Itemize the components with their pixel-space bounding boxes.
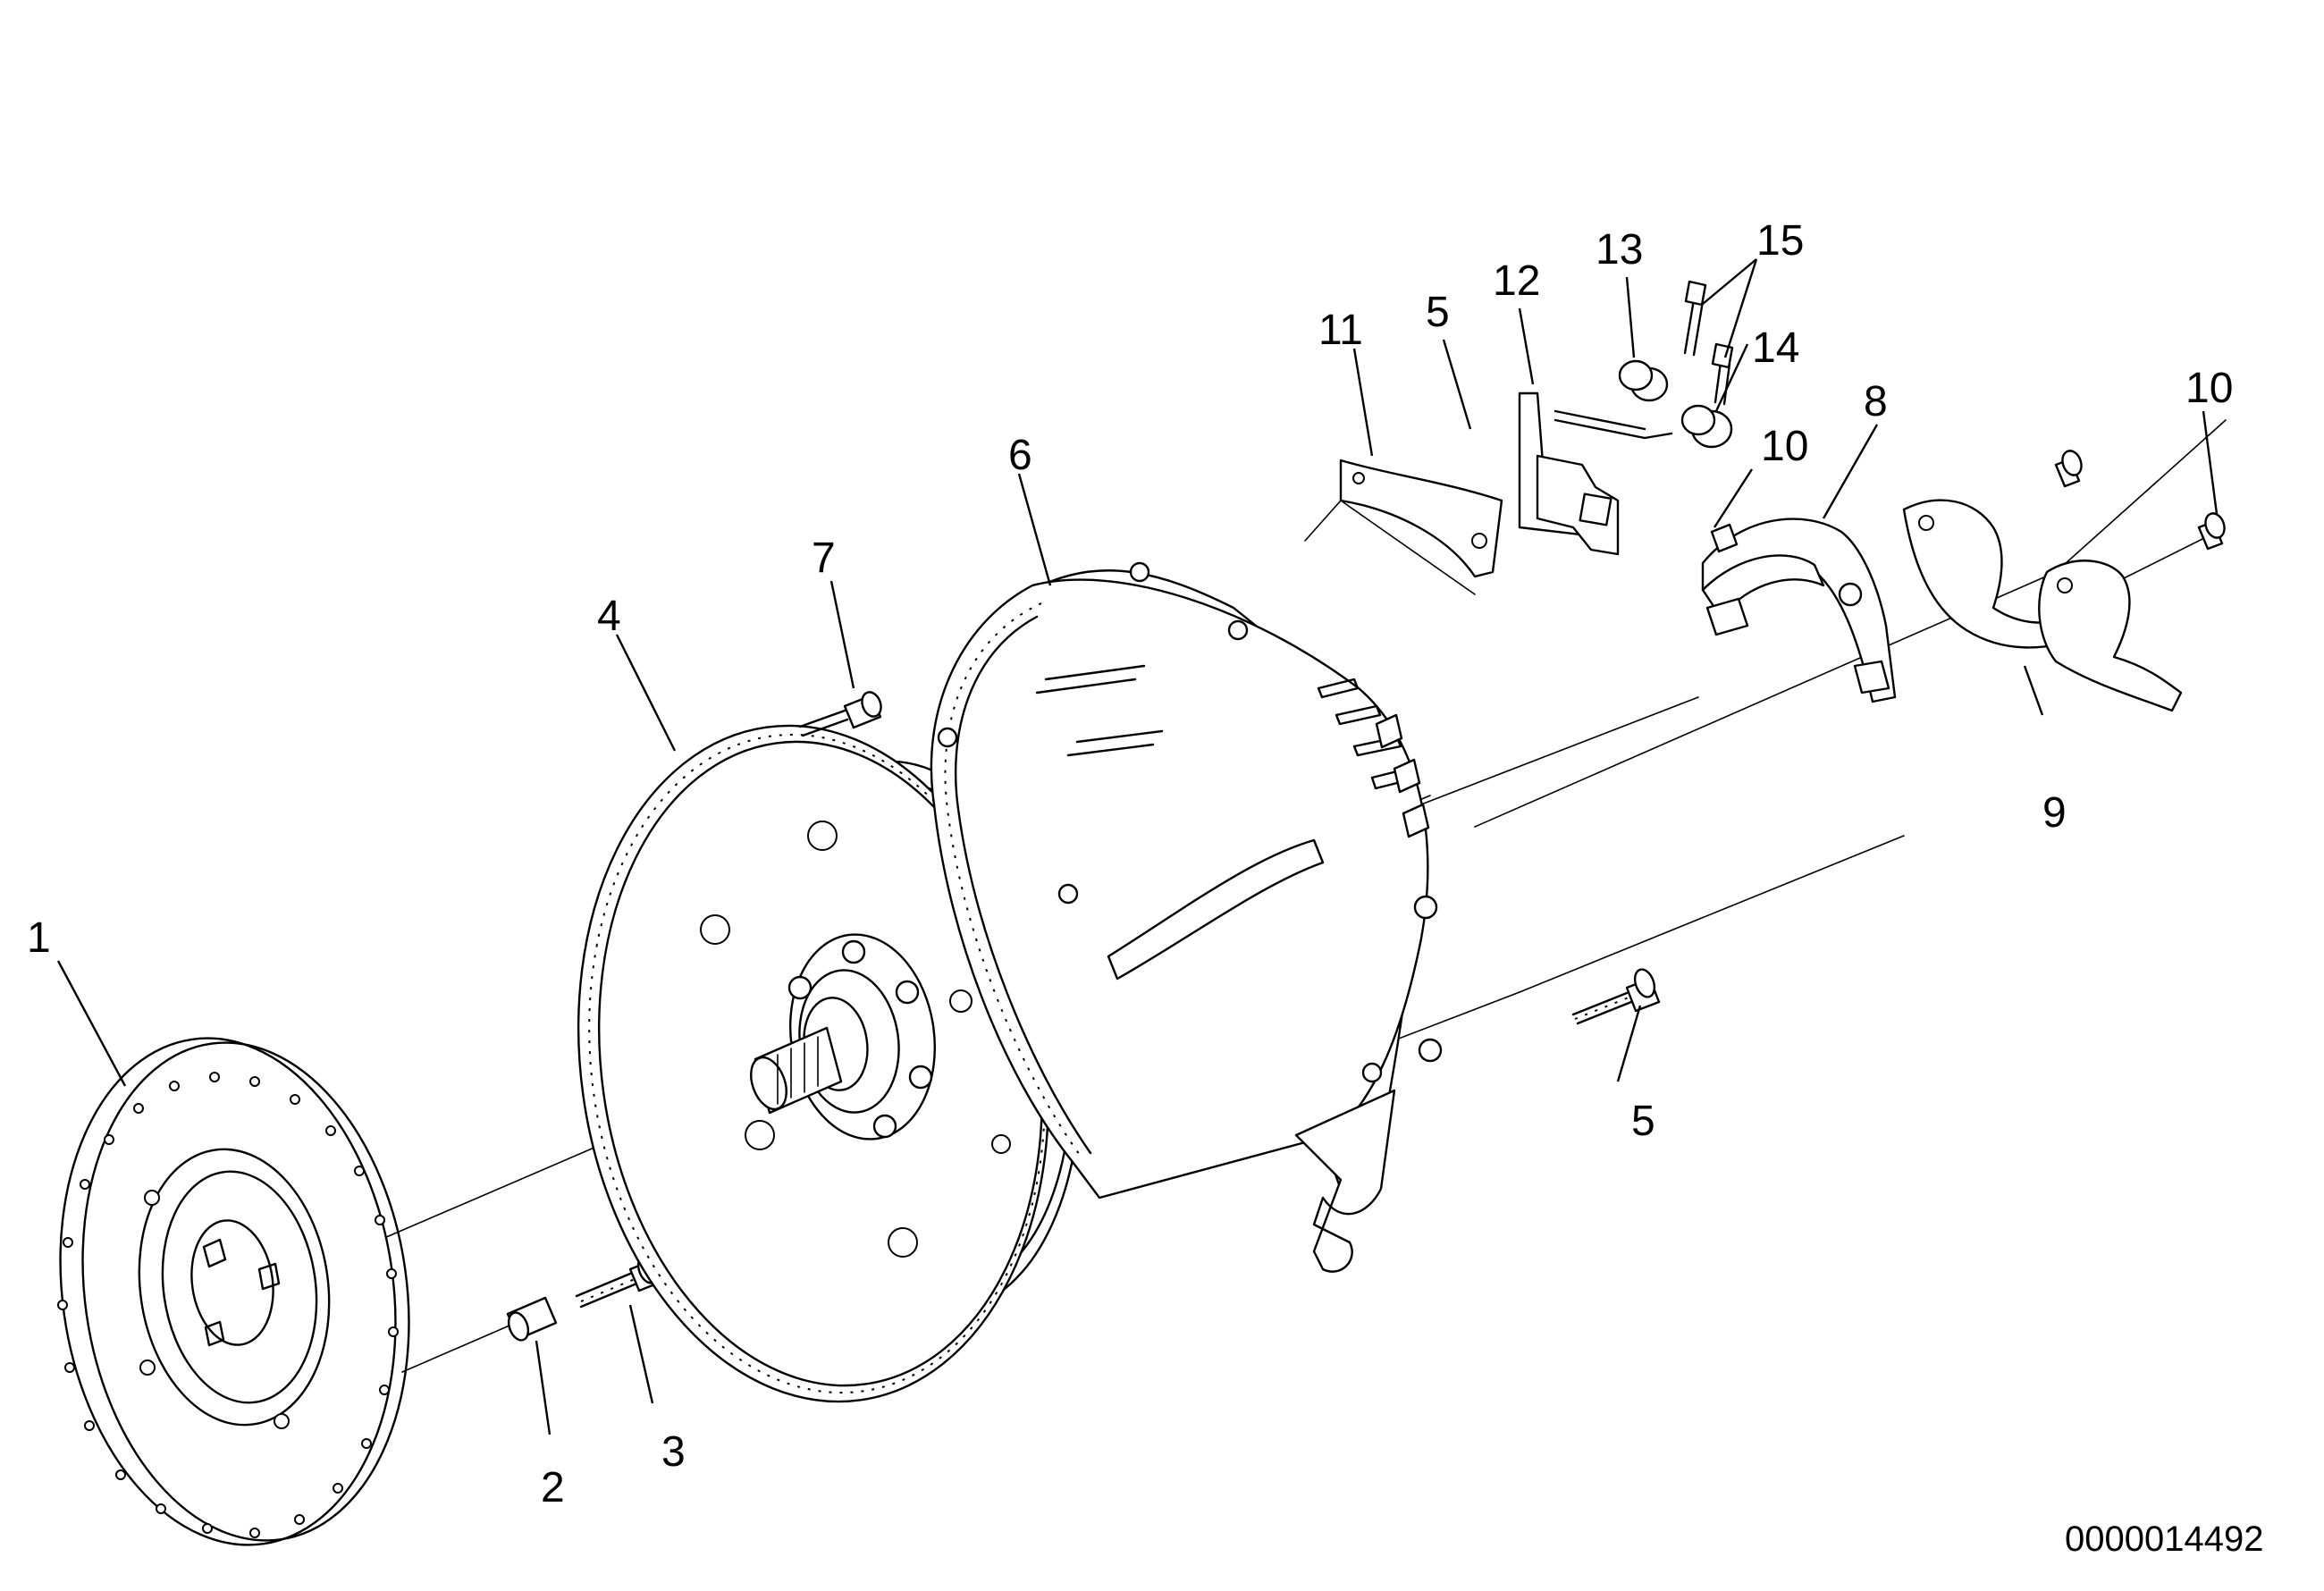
leader-lines bbox=[56, 258, 2219, 1435]
housing-bolt-part bbox=[798, 691, 882, 737]
callout-13: 13 bbox=[1596, 226, 1643, 274]
callout-6: 6 bbox=[1008, 432, 1032, 479]
callout-12: 12 bbox=[1493, 257, 1540, 305]
callout-5-lower: 5 bbox=[1631, 1098, 1655, 1145]
cover-bolts-part bbox=[1710, 450, 2226, 553]
callout-11: 11 bbox=[1318, 307, 1363, 354]
converter-housing-part bbox=[930, 561, 1443, 1273]
shield-plates-part bbox=[1902, 499, 2183, 712]
callout-14: 14 bbox=[1752, 324, 1799, 372]
callout-9: 9 bbox=[2042, 789, 2067, 837]
bracket-assembly-part bbox=[1339, 391, 1673, 578]
callout-4: 4 bbox=[597, 593, 621, 640]
cover-plate-part bbox=[1701, 518, 1897, 703]
flex-plate-part bbox=[57, 1037, 410, 1546]
callout-5-upper: 5 bbox=[1426, 289, 1450, 336]
callout-3: 3 bbox=[661, 1428, 686, 1476]
callout-10-middle: 10 bbox=[1761, 423, 1808, 470]
lower-bolt-part bbox=[1571, 968, 1661, 1025]
callout-labels: 1 2 3 4 5 6 7 8 9 10 10 11 5 12 13 14 15 bbox=[27, 217, 2233, 1511]
callout-15: 15 bbox=[1756, 217, 1804, 265]
callout-10-right: 10 bbox=[2185, 365, 2233, 412]
callout-1: 1 bbox=[27, 914, 51, 962]
document-number: 0000014492 bbox=[2065, 1519, 2263, 1559]
callout-7: 7 bbox=[812, 535, 836, 582]
clip-and-screw-parts bbox=[1618, 280, 1734, 449]
callout-2: 2 bbox=[541, 1464, 565, 1511]
spacer-and-bolt-part bbox=[506, 1254, 660, 1342]
callout-8: 8 bbox=[1864, 378, 1888, 425]
